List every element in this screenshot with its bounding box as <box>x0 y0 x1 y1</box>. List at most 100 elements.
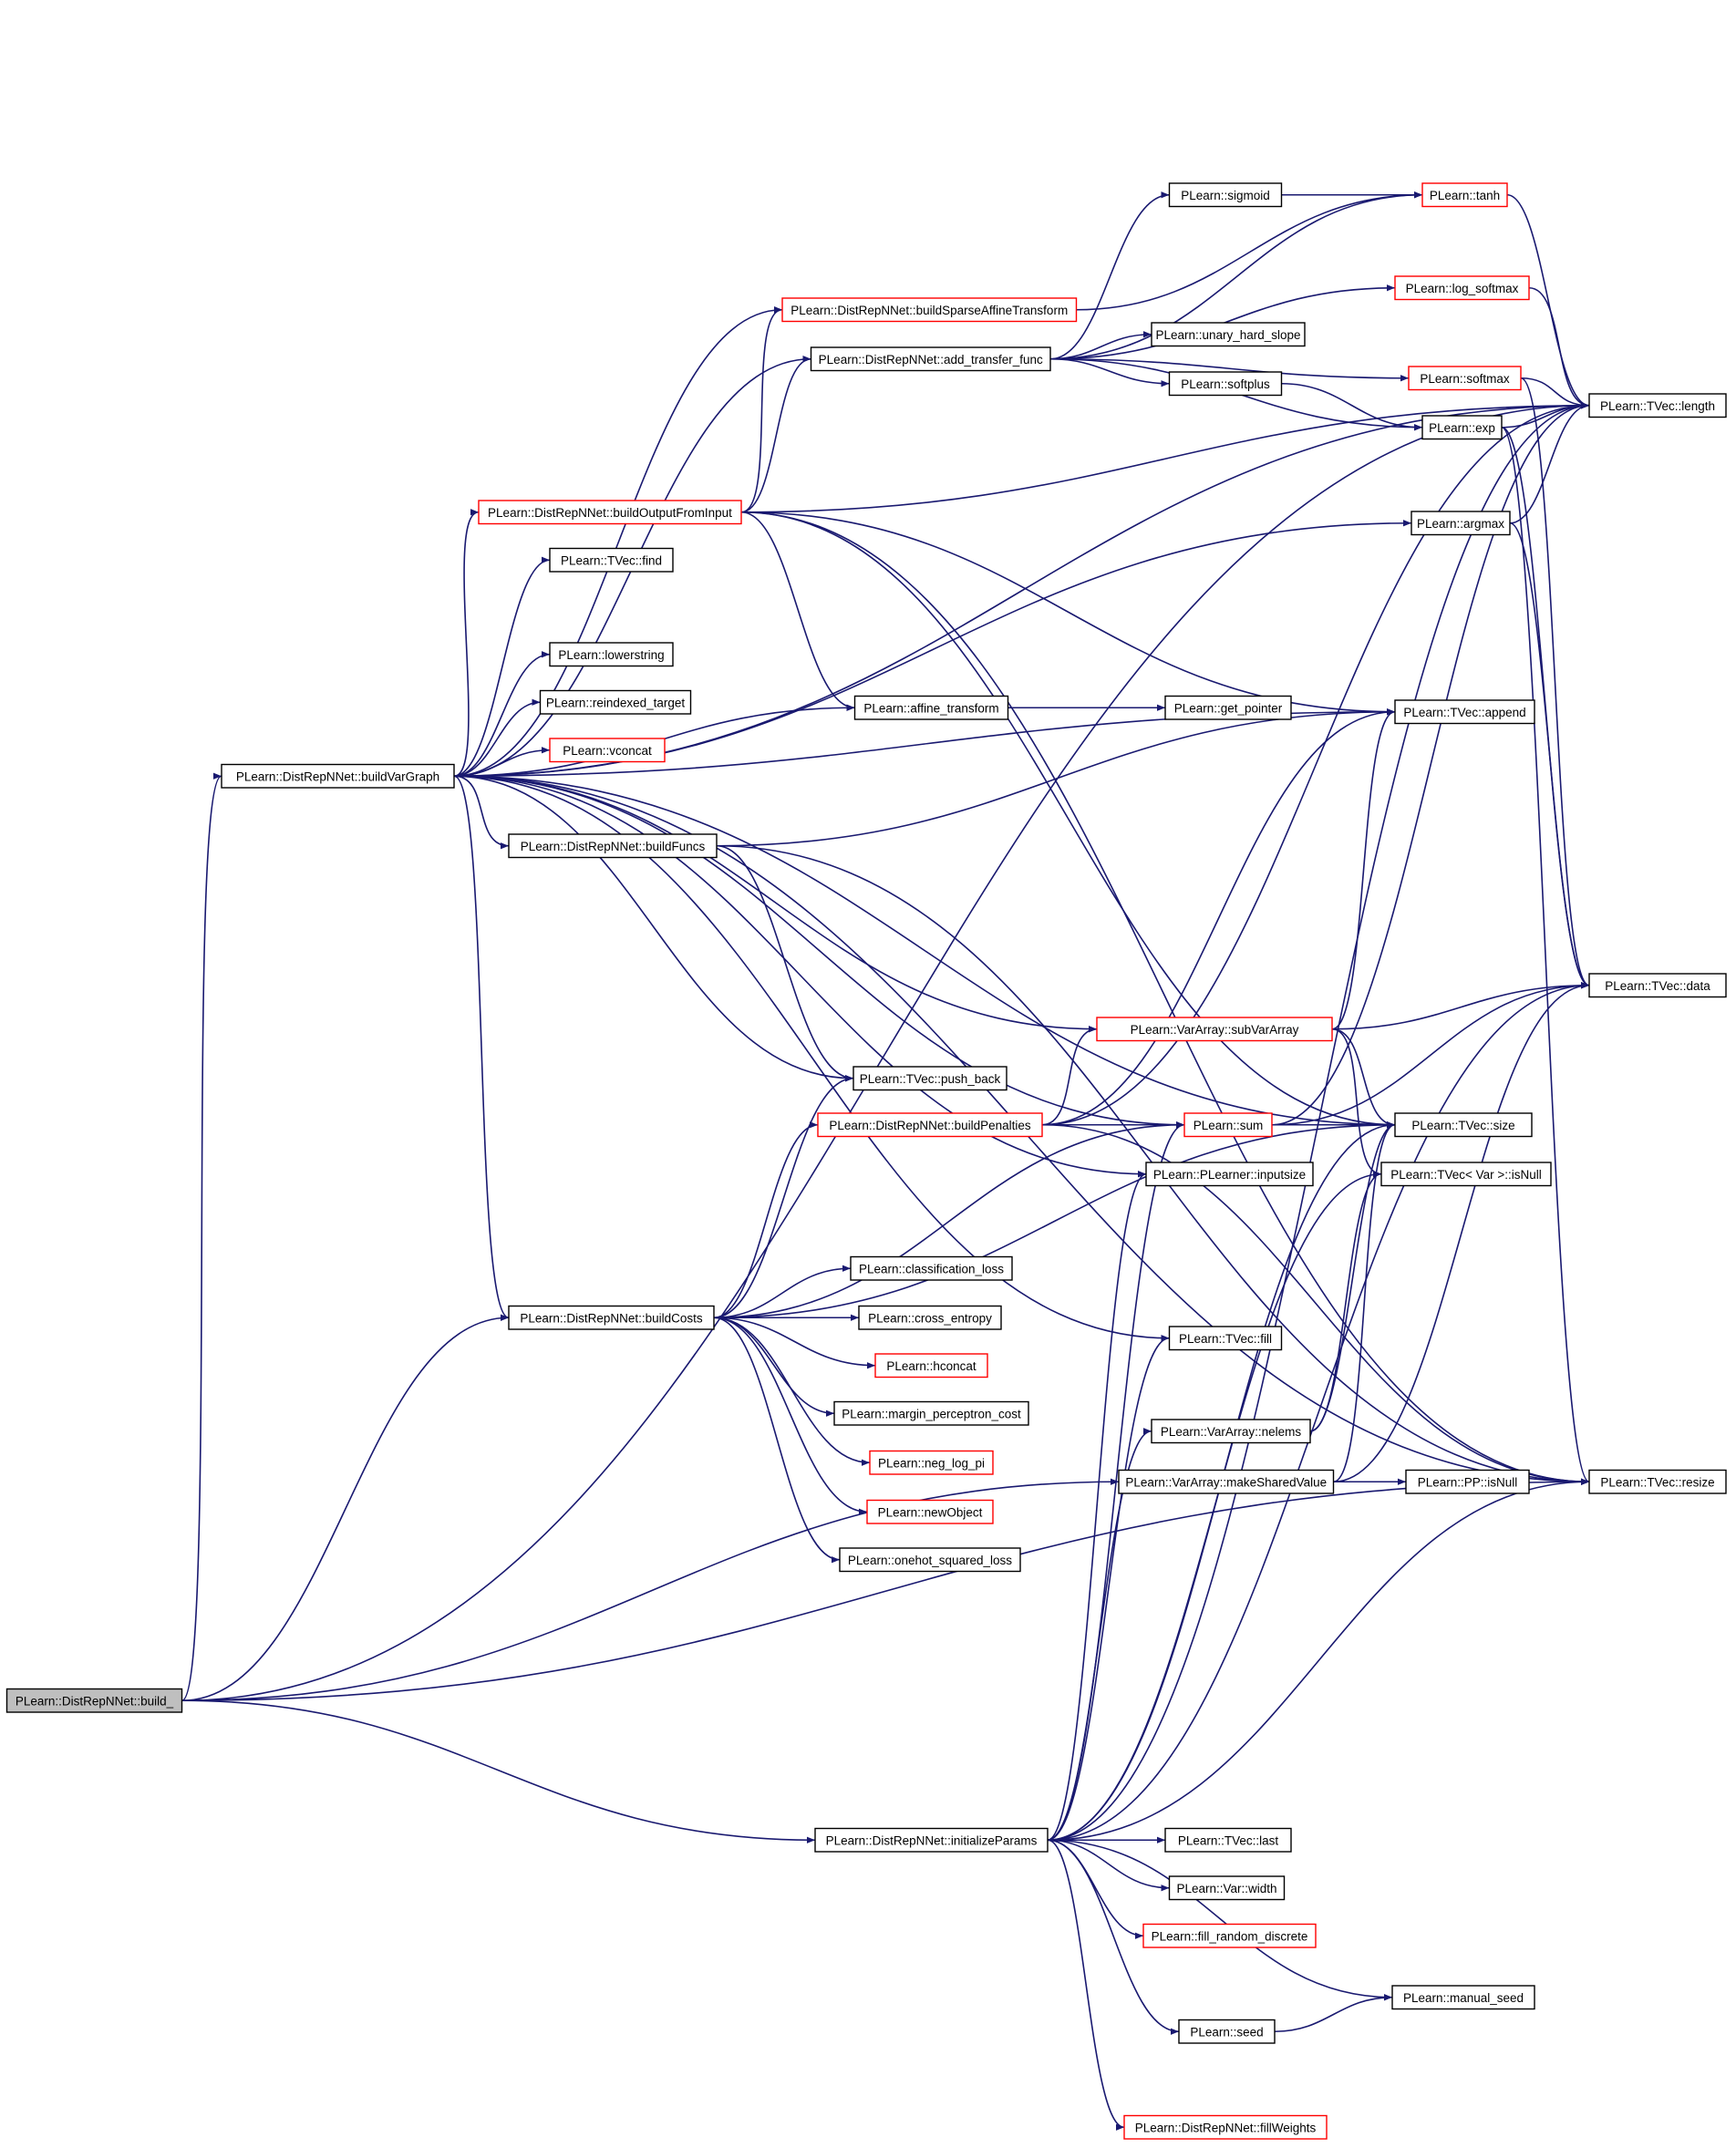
node-label: PLearn::DistRepNNet::fillWeights <box>1135 2121 1317 2134</box>
node-box <box>1421 415 1503 440</box>
node-seed[interactable]: PLearn::seed <box>1178 2019 1276 2044</box>
node-initializeParams[interactable]: PLearn::DistRepNNet::initializeParams <box>814 1827 1049 1853</box>
edge-buildCosts-to-buildPenalties <box>713 1121 819 1319</box>
node-find[interactable]: PLearn::TVec::find <box>549 547 674 573</box>
node-isNullVar[interactable]: PLearn::TVec< Var >::isNull <box>1380 1162 1552 1187</box>
node-classification_loss[interactable]: PLearn::classification_loss <box>850 1255 1013 1281</box>
node-affine_transform[interactable]: PLearn::affine_transform <box>853 695 1009 720</box>
node-fill_random_discrete[interactable]: PLearn::fill_random_discrete <box>1142 1923 1317 1948</box>
node-neg_log_pi[interactable]: PLearn::neg_log_pi <box>869 1450 994 1475</box>
node-buildOutputFromInput[interactable]: PLearn::DistRepNNet::buildOutputFromInpu… <box>478 500 742 525</box>
node-unary_hard_slope[interactable]: PLearn::unary_hard_slope <box>1151 322 1306 347</box>
node-build[interactable]: PLearn::DistRepNNet::build_ <box>5 1688 183 1713</box>
node-add_transfer_func[interactable]: PLearn::DistRepNNet::add_transfer_func <box>810 346 1051 372</box>
node-label: PLearn::hconcat <box>886 1359 976 1373</box>
node-label: PLearn::DistRepNNet::buildVarGraph <box>236 769 439 783</box>
node-manual_seed[interactable]: PLearn::manual_seed <box>1391 1985 1535 2010</box>
node-box <box>833 1400 1029 1426</box>
node-sum[interactable]: PLearn::sum <box>1183 1112 1273 1138</box>
node-label: PLearn::sum <box>1194 1119 1264 1132</box>
node-label: PLearn::DistRepNNet::build_ <box>16 1694 174 1708</box>
node-buildVarGraph[interactable]: PLearn::DistRepNNet::buildVarGraph <box>221 763 455 789</box>
node-size[interactable]: PLearn::TVec::size <box>1394 1112 1533 1138</box>
edge-initializeParams-to-resize <box>1047 1478 1590 1842</box>
edge-buildVarGraph-to-sum <box>453 775 1185 1129</box>
node-ppIsNull[interactable]: PLearn::PP::isNull <box>1405 1469 1530 1494</box>
node-softplus[interactable]: PLearn::softplus <box>1168 371 1283 397</box>
edge-buildPenalties-to-append <box>1041 708 1396 1126</box>
node-exp[interactable]: PLearn::exp <box>1421 415 1503 440</box>
edge-subVarArray-to-isNullVar <box>1331 1028 1382 1178</box>
node-resize[interactable]: PLearn::TVec::resize <box>1588 1469 1727 1494</box>
node-label: PLearn::TVec::push_back <box>860 1072 1001 1086</box>
edge-buildVarGraph-to-fill <box>453 775 1170 1342</box>
node-box <box>1380 1162 1552 1187</box>
node-hconcat[interactable]: PLearn::hconcat <box>874 1353 988 1379</box>
node-label: PLearn::DistRepNNet::buildOutputFromInpu… <box>488 506 732 520</box>
node-append[interactable]: PLearn::TVec::append <box>1394 699 1535 725</box>
node-nelems[interactable]: PLearn::VarArray::nelems <box>1151 1419 1311 1444</box>
edge-buildVarGraph-to-buildOutputFromInput <box>453 509 480 778</box>
node-box <box>5 1688 183 1713</box>
node-box <box>1588 393 1727 418</box>
node-push_back[interactable]: PLearn::TVec::push_back <box>852 1066 1008 1091</box>
node-box <box>1168 182 1283 208</box>
node-buildPenalties[interactable]: PLearn::DistRepNNet::buildPenalties <box>817 1112 1043 1138</box>
node-label: PLearn::TVec::fill <box>1179 1332 1272 1346</box>
node-argmax[interactable]: PLearn::argmax <box>1410 511 1511 536</box>
node-box <box>539 689 692 715</box>
edge-softmax-to-length <box>1520 377 1590 409</box>
edge-initializeParams-to-fill <box>1047 1335 1170 1842</box>
node-lowerstring[interactable]: PLearn::lowerstring <box>549 642 674 667</box>
node-vconcat[interactable]: PLearn::vconcat <box>549 738 666 763</box>
edge-build-to-resize <box>181 1478 1590 1702</box>
node-last[interactable]: PLearn::TVec::last <box>1164 1827 1292 1853</box>
node-get_pointer[interactable]: PLearn::get_pointer <box>1164 695 1292 720</box>
edge-buildOutputFromInput-to-buildSparseAffineTransform <box>740 306 783 513</box>
node-buildFuncs[interactable]: PLearn::DistRepNNet::buildFuncs <box>508 833 718 859</box>
edge-buildPenalties-to-resize <box>1041 1123 1590 1485</box>
node-label: PLearn::argmax <box>1417 517 1504 531</box>
node-label: PLearn::lowerstring <box>558 648 664 662</box>
node-data[interactable]: PLearn::TVec::data <box>1588 973 1727 998</box>
node-buildSparseAffineTransform[interactable]: PLearn::DistRepNNet::buildSparseAffineTr… <box>781 297 1078 323</box>
node-newObject[interactable]: PLearn::newObject <box>866 1499 994 1524</box>
node-box <box>1164 695 1292 720</box>
node-margin_perceptron_cost[interactable]: PLearn::margin_perceptron_cost <box>833 1400 1029 1426</box>
edge-buildVarGraph-to-reindexed_target <box>453 698 541 778</box>
node-box <box>810 346 1051 372</box>
edge-add_transfer_func-to-softmax <box>1049 357 1410 382</box>
node-label: PLearn::DistRepNNet::buildPenalties <box>829 1119 1031 1132</box>
node-onehot_squared_loss[interactable]: PLearn::onehot_squared_loss <box>839 1547 1021 1573</box>
node-box <box>866 1499 994 1524</box>
node-box <box>1164 1827 1292 1853</box>
edge-argmax-to-data <box>1509 522 1590 989</box>
edge-buildFuncs-to-push_back <box>716 844 854 1082</box>
node-tanh[interactable]: PLearn::tanh <box>1421 182 1508 208</box>
node-box <box>549 642 674 667</box>
node-label: PLearn::softplus <box>1181 377 1270 391</box>
node-box <box>549 547 674 573</box>
edge-buildVarGraph-to-subVarArray <box>453 775 1098 1033</box>
node-box <box>858 1305 1002 1330</box>
node-makeSharedValue[interactable]: PLearn::VarArray::makeSharedValue <box>1118 1469 1335 1494</box>
node-length[interactable]: PLearn::TVec::length <box>1588 393 1727 418</box>
node-subVarArray[interactable]: PLearn::VarArray::subVarArray <box>1096 1017 1333 1042</box>
node-fillWeights[interactable]: PLearn::DistRepNNet::fillWeights <box>1123 2114 1328 2140</box>
node-buildCosts[interactable]: PLearn::DistRepNNet::buildCosts <box>508 1305 715 1330</box>
node-label: PLearn::seed <box>1190 2025 1263 2039</box>
node-width[interactable]: PLearn::Var::width <box>1168 1875 1286 1901</box>
node-softmax[interactable]: PLearn::softmax <box>1408 366 1522 391</box>
edge-buildCosts-to-newObject <box>713 1317 868 1515</box>
edge-add_transfer_func-to-softplus <box>1049 357 1170 387</box>
node-log_softmax[interactable]: PLearn::log_softmax <box>1394 275 1530 301</box>
node-inputsize[interactable]: PLearn::PLearner::inputsize <box>1145 1162 1314 1187</box>
node-sigmoid[interactable]: PLearn::sigmoid <box>1168 182 1283 208</box>
node-reindexed_target[interactable]: PLearn::reindexed_target <box>539 689 692 715</box>
node-fill[interactable]: PLearn::TVec::fill <box>1168 1326 1283 1351</box>
node-label: PLearn::reindexed_target <box>546 696 686 709</box>
node-cross_entropy[interactable]: PLearn::cross_entropy <box>858 1305 1002 1330</box>
edge-buildOutputFromInput-to-resize <box>740 511 1590 1485</box>
node-label: PLearn::Var::width <box>1176 1882 1276 1895</box>
edge-buildVarGraph-to-lowerstring <box>453 651 551 778</box>
